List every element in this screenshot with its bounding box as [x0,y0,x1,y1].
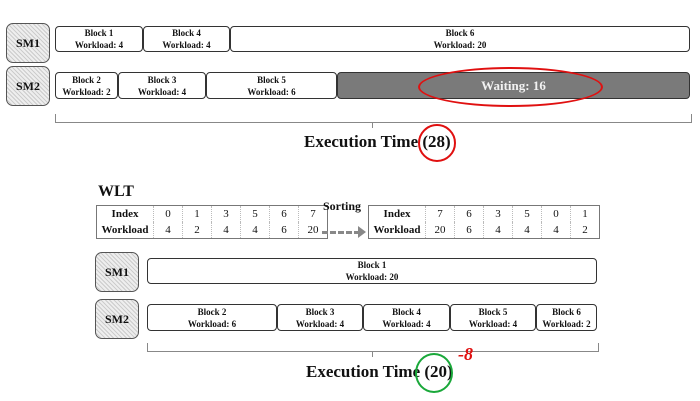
time-brace [147,343,599,352]
block-workload: Workload: 2 [542,318,591,329]
table-cell: 7 [425,205,455,222]
table-cell: 1 [570,205,600,222]
time-brace [55,114,692,123]
green-circle [415,353,453,393]
wlt-title: WLT [98,183,134,200]
block-workload: Workload: 20 [345,272,399,282]
block-name: Block 4 [392,306,421,317]
table-cell: 4 [211,222,241,239]
block-workload: Workload: 4 [137,86,187,97]
brace-tick [372,351,373,357]
table-cell: 4 [541,222,571,239]
block: Block 4 Workload: 4 [143,26,230,52]
table-cell: 3 [483,205,513,222]
block-name: Block 2 [72,74,101,85]
table-cell: 7 [298,205,328,222]
block-name: Block 2 [197,306,227,317]
block: Block 1 Workload: 4 [55,26,143,52]
sorting-arrow [322,231,360,234]
sorting-label: Sorting [323,199,362,213]
block-name: Block 3 [305,306,335,317]
block-workload: Workload: 4 [162,40,211,50]
brace-tick [372,122,373,128]
row-header: Workload [96,222,154,239]
red-circle [418,124,456,162]
block-name: Block 5 [257,74,286,85]
block: Block 1 Workload: 20 [147,258,597,284]
table-cell: 6 [454,205,484,222]
delta-label: -8 [458,344,473,364]
table-cell: 6 [269,205,299,222]
table-cell: 6 [269,222,299,239]
block-workload: Workload: 6 [187,318,237,329]
table-cell: 2 [570,222,600,239]
block-name: Block 3 [147,74,177,85]
block-workload: Workload: 20 [433,40,487,50]
block-name: Block 5 [478,306,508,317]
table-cell: 2 [182,222,212,239]
table-cell: 5 [240,205,270,222]
table-cell: 4 [483,222,513,239]
row-header: Index [368,205,426,222]
block-workload: Workload: 4 [382,318,431,329]
table-cell: 20 [425,222,455,239]
block-workload: Workload: 6 [247,86,296,97]
block-name: Block 6 [445,28,475,38]
table-cell: 20 [298,222,328,239]
highlight-ellipse [418,67,603,107]
block-workload: Workload: 4 [295,318,345,329]
table-cell: 1 [182,205,212,222]
sm2-label: SM2 [95,299,139,339]
sm2-label: SM2 [6,66,50,106]
table-cell: 0 [153,205,183,222]
sm1-label: SM1 [95,252,139,292]
table-cell: 5 [512,205,542,222]
block: Block 6 Workload: 20 [230,26,690,52]
row-header: Workload [368,222,426,239]
sm1-label: SM1 [6,23,50,63]
block-workload: Workload: 2 [62,86,111,97]
arrow-head-icon [358,226,366,238]
table-cell: 4 [153,222,183,239]
block-workload: Workload: 4 [74,40,124,50]
row-header: Index [96,205,154,222]
table-cell: 0 [541,205,571,222]
block-name: Block 6 [552,306,581,317]
table-cell: 6 [454,222,484,239]
block-name: Block 4 [172,28,201,38]
table-cell: 4 [240,222,270,239]
block-workload: Workload: 4 [468,318,518,329]
block-name: Block 1 [357,260,387,270]
block-name: Block 1 [84,28,114,38]
table-cell: 4 [512,222,542,239]
table-cell: 3 [211,205,241,222]
